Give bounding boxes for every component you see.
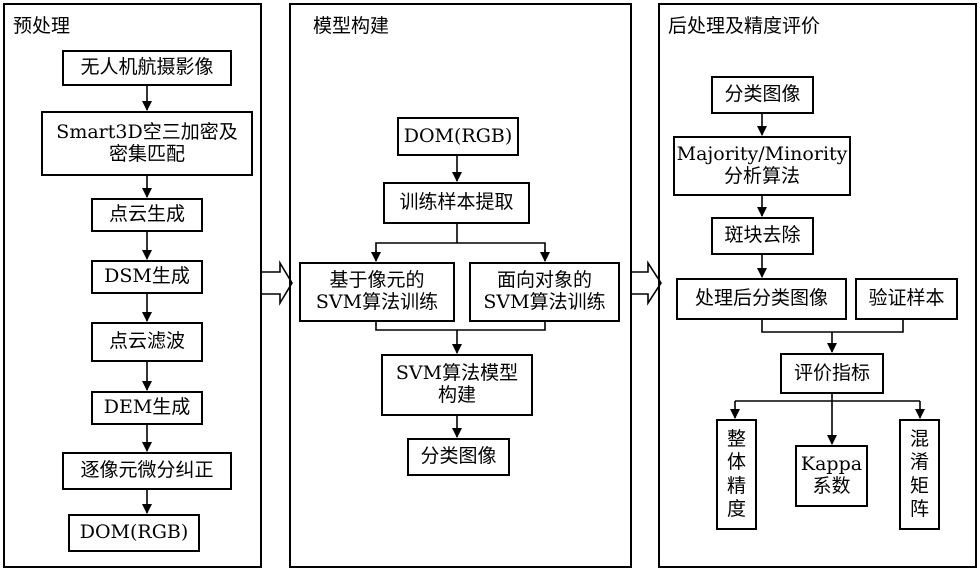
post-validation-samples: 验证样本 xyxy=(855,278,958,320)
post-majority-minority: Majority/Minority 分析算法 xyxy=(673,136,851,196)
step-aerotriangulation: Smart3D空三加密及 密集匹配 xyxy=(41,111,253,176)
step-ortho-correction: 逐像元微分纠正 xyxy=(62,452,232,490)
arrow-model-merge xyxy=(375,322,546,331)
panel-title: 模型构建 xyxy=(313,15,390,37)
panel-preprocess: 预处理 xyxy=(3,3,262,568)
step-dom-output: DOM(RGB) xyxy=(68,514,200,552)
panel-model: 模型构建 xyxy=(289,3,632,568)
post-kappa: Kappa 系数 xyxy=(795,445,868,507)
post-patch-removal: 斑块去除 xyxy=(711,217,814,255)
panel-arrow-2 xyxy=(632,260,662,306)
model-svm-build: SVM算法模型 构建 xyxy=(381,354,533,416)
model-dom-input: DOM(RGB) xyxy=(397,117,519,156)
step-dem: DEM生成 xyxy=(91,391,203,425)
step-point-filter: 点云滤波 xyxy=(91,322,203,362)
post-overall-accuracy: 整 体 精 度 xyxy=(716,419,757,530)
step-point-cloud: 点云生成 xyxy=(91,198,203,232)
panel-post: 后处理及精度评价 xyxy=(658,3,977,568)
step-dsm: DSM生成 xyxy=(91,260,203,294)
step-uav-images: 无人机航摄影像 xyxy=(62,50,232,86)
post-evaluation-index: 评价指标 xyxy=(780,353,884,394)
post-confusion-matrix: 混 淆 矩 阵 xyxy=(899,419,940,530)
panel-title: 预处理 xyxy=(13,15,71,37)
model-object-svm: 面向对象的 SVM算法训练 xyxy=(469,262,620,322)
panel-title: 后处理及精度评价 xyxy=(668,15,821,37)
model-classified-output: 分类图像 xyxy=(407,438,510,476)
post-processed-image: 处理后分类图像 xyxy=(676,278,847,320)
post-classified-image: 分类图像 xyxy=(711,76,814,114)
model-training-samples: 训练样本提取 xyxy=(383,182,530,224)
model-pixel-svm: 基于像元的 SVM算法训练 xyxy=(299,262,455,322)
panel-arrow-1 xyxy=(262,260,293,306)
